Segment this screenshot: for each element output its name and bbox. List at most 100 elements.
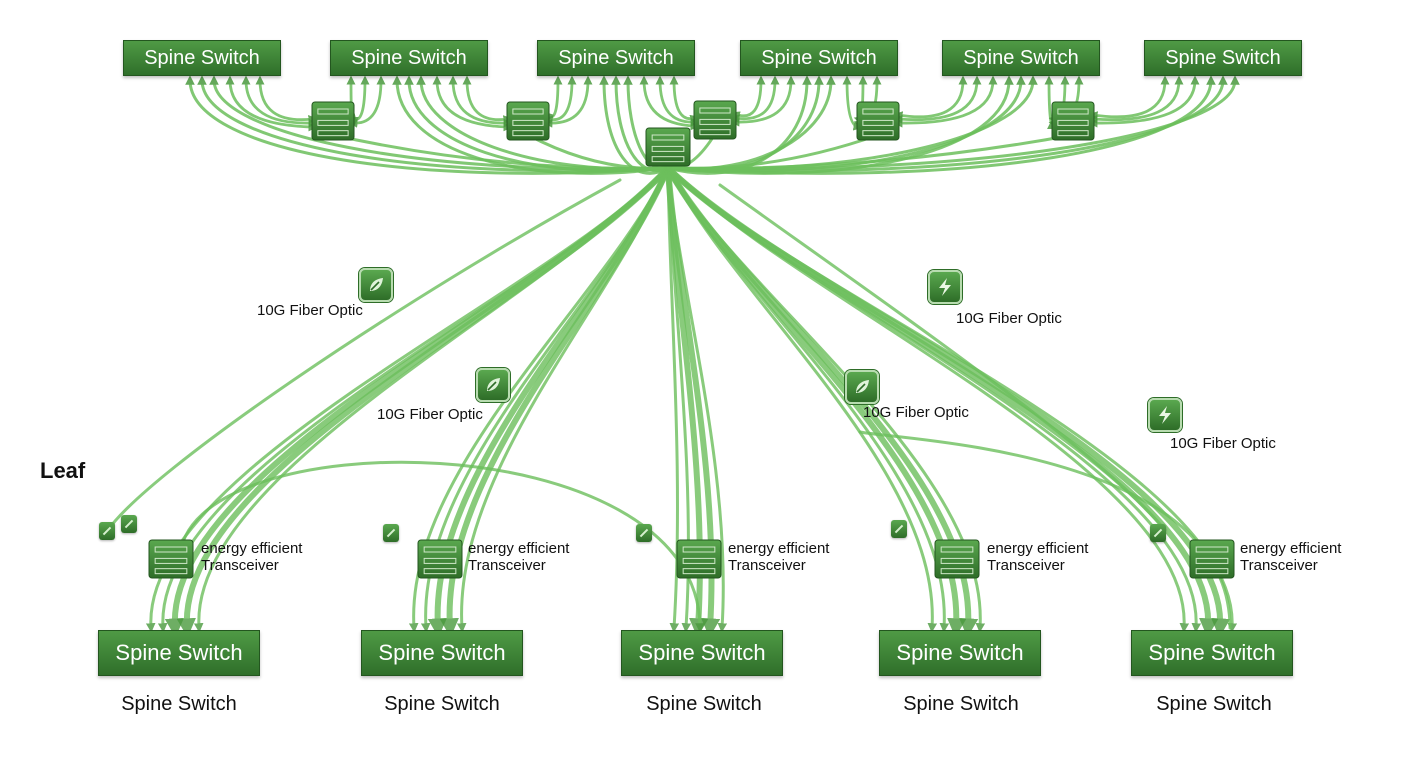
transceiver-icon [383, 524, 399, 542]
spine-switch-5: Spine Switch [942, 40, 1100, 76]
transceiver-label-line: Transceiver [468, 557, 546, 574]
transceiver-icon [1150, 524, 1166, 542]
mid-spine-link [348, 75, 370, 126]
transceiver-label-line: Transceiver [728, 557, 806, 574]
switch-icon [417, 539, 463, 579]
leaf-switch-label: Spine Switch [638, 640, 766, 665]
hub-spine-link [666, 75, 1240, 171]
spine-switch-label: Spine Switch [963, 46, 1079, 69]
leaf-cross-link [178, 460, 705, 633]
mid-spine-link [255, 75, 318, 124]
mid-hub-link [666, 133, 1075, 170]
transceiver-icon [121, 515, 137, 533]
mid-spine-link [730, 75, 766, 120]
switch-icon [1051, 101, 1095, 141]
fiber-link-label-3: 10G Fiber Optic [863, 404, 969, 421]
hub-leaf-link [666, 166, 728, 633]
hub-spine-link [666, 75, 1228, 173]
leaf-caption-3: Spine Switch [646, 693, 762, 715]
leaf-icon [845, 370, 879, 404]
spine-switch-1: Spine Switch [123, 40, 281, 76]
mid-spine-link [842, 75, 863, 131]
switch-icon [311, 101, 355, 141]
mid-spine-link [655, 75, 700, 127]
leaf-icon [359, 268, 393, 302]
lightning-icon [928, 270, 962, 304]
spine-switch-label: Spine Switch [761, 46, 877, 69]
mid-spine-link [669, 75, 700, 124]
spine-switch-label: Spine Switch [1165, 46, 1281, 69]
leaf-cross-link [106, 178, 622, 532]
hub-spine-link [666, 75, 1216, 175]
transceiver-label-line: energy efficient [201, 540, 303, 557]
mid-spine-link [893, 75, 968, 121]
switch-icon [506, 101, 550, 141]
spine-switch-3: Spine Switch [537, 40, 695, 76]
transceiver-label-line: Transceiver [987, 557, 1065, 574]
leaf-switch-label: Spine Switch [115, 640, 243, 665]
switch-icon [645, 127, 691, 167]
mid-spine-link [543, 75, 593, 128]
transceiver-icon [891, 520, 907, 538]
spine-switch-label: Spine Switch [558, 46, 674, 69]
transceiver-label-line: energy efficient [468, 540, 570, 557]
transceiver-label-line: Transceiver [1240, 557, 1318, 574]
fiber-link-label-2: 10G Fiber Optic [377, 406, 483, 423]
leaf-caption-4: Spine Switch [903, 693, 1019, 715]
transceiver-label-line: Transceiver [201, 557, 279, 574]
leaf-heading: Leaf [40, 458, 86, 483]
leaf-switch-label: Spine Switch [1148, 640, 1276, 665]
switch-icon [693, 100, 737, 140]
switch-icon [676, 539, 722, 579]
leaf-caption-5: Spine Switch [1156, 693, 1272, 715]
mid-spine-link [348, 75, 386, 128]
hub-leaf-link [456, 166, 670, 633]
fiber-link-label-5: 10G Fiber Optic [1170, 435, 1276, 452]
hub-leaf-link [193, 166, 670, 633]
hub-spine-link [392, 75, 670, 175]
mid-hub-link [526, 133, 670, 170]
mid-spine-link [1088, 75, 1200, 128]
switch-icon [1189, 539, 1235, 579]
leaf-switch-5: Spine Switch [1131, 630, 1293, 676]
transceiver-label-line: energy efficient [1240, 540, 1342, 557]
switch-icon [148, 539, 194, 579]
hub-spine-link [611, 75, 670, 173]
leaf-switch-label: Spine Switch [896, 640, 1024, 665]
hub-spine-link [197, 75, 670, 173]
transceiver-icon [636, 524, 652, 542]
hub-spine-link [404, 75, 670, 173]
fiber-link-label-4: 10G Fiber Optic [956, 310, 1062, 327]
leaf-caption-1: Spine Switch [121, 693, 237, 715]
spine-switch-label: Spine Switch [144, 46, 260, 69]
leaf-switch-1: Spine Switch [98, 630, 260, 676]
leaf-cross-link [718, 183, 1167, 532]
mid-spine-link [543, 75, 577, 125]
lightning-icon [1148, 398, 1182, 432]
mid-spine-link [730, 75, 780, 124]
mid-spine-link [462, 75, 513, 125]
leaf-icon [476, 368, 510, 402]
leaf-switch-4: Spine Switch [879, 630, 1041, 676]
mid-spine-link [730, 75, 796, 127]
hub-spine-link [599, 75, 670, 175]
spine-switch-2: Spine Switch [330, 40, 488, 76]
spine-switch-label: Spine Switch [351, 46, 467, 69]
leaf-switch-2: Spine Switch [361, 630, 523, 676]
transceiver-icon [99, 522, 115, 540]
switch-icon [856, 101, 900, 141]
mid-spine-link [893, 75, 998, 128]
mid-spine-link [1088, 75, 1170, 121]
leaf-switch-3: Spine Switch [621, 630, 783, 676]
spine-switch-4: Spine Switch [740, 40, 898, 76]
mid-hub-link [331, 133, 670, 170]
transceiver-label-line: energy efficient [728, 540, 830, 557]
switch-icon [934, 539, 980, 579]
